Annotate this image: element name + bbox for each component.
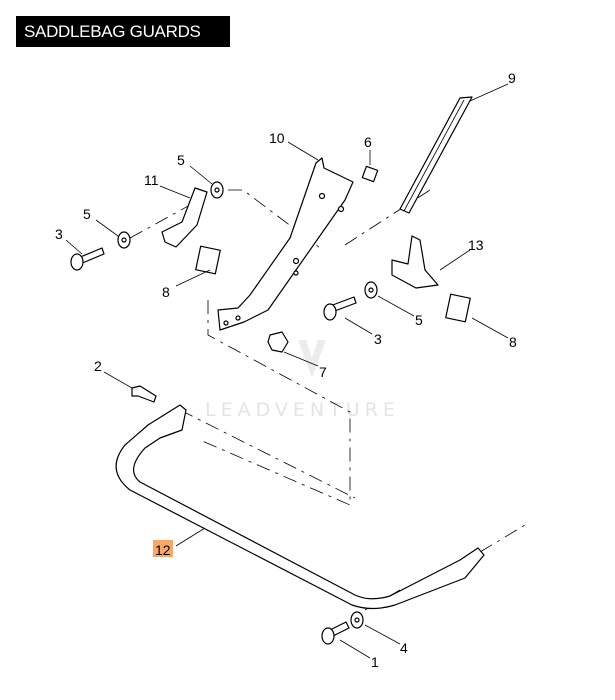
part-9-trim-strip[interactable] — [399, 96, 473, 214]
part-5-washer[interactable] — [210, 181, 224, 199]
callout-12-highlight — [153, 540, 173, 557]
part-7-nut[interactable] — [267, 331, 289, 353]
part-3-bolt[interactable] — [70, 247, 105, 271]
callout-5[interactable]: 5 — [415, 312, 423, 328]
callout-12[interactable]: 12 — [155, 542, 171, 558]
callout-9[interactable]: 9 — [508, 70, 516, 86]
callout-13[interactable]: 13 — [468, 237, 484, 253]
callout-8[interactable]: 8 — [162, 284, 170, 300]
part-12-saddlebag-guard[interactable] — [115, 404, 485, 610]
callout-8[interactable]: 8 — [509, 334, 517, 350]
part-11-adapter-bracket[interactable] — [161, 187, 208, 248]
part-8-clip-nut[interactable] — [195, 245, 221, 275]
part-5-washer[interactable] — [364, 281, 378, 299]
callout-2[interactable]: 2 — [94, 358, 102, 374]
callout-4[interactable]: 4 — [400, 640, 408, 656]
part-4-washer[interactable] — [350, 611, 364, 629]
callout-11[interactable]: 11 — [144, 172, 159, 188]
watermark-text: LEADVENTURE — [205, 399, 400, 421]
part-5-washer[interactable] — [117, 231, 131, 249]
part-6-clip-nut[interactable] — [361, 165, 379, 183]
callout-10[interactable]: 10 — [269, 130, 285, 146]
part-10-mount-bracket[interactable] — [217, 157, 354, 331]
leader-lines — [65, 83, 509, 659]
part-13-l-bracket[interactable] — [391, 235, 439, 289]
callout-1[interactable]: 1 — [371, 654, 379, 670]
callout-6[interactable]: 6 — [364, 134, 372, 150]
callout-5[interactable]: 5 — [83, 206, 91, 222]
diagram-title: SADDLEBAG GUARDS — [16, 16, 230, 47]
part-3-bolt[interactable] — [323, 296, 357, 321]
part-8-clip-nut[interactable] — [445, 293, 471, 323]
callout-3[interactable]: 3 — [55, 226, 63, 242]
callout-5[interactable]: 5 — [177, 152, 185, 168]
part-1-bolt[interactable] — [321, 621, 350, 645]
callout-3[interactable]: 3 — [374, 331, 382, 347]
part-2-bolt[interactable] — [131, 385, 157, 403]
watermark-logo: LEADVENTURE — [205, 340, 400, 421]
callout-7[interactable]: 7 — [319, 364, 327, 380]
